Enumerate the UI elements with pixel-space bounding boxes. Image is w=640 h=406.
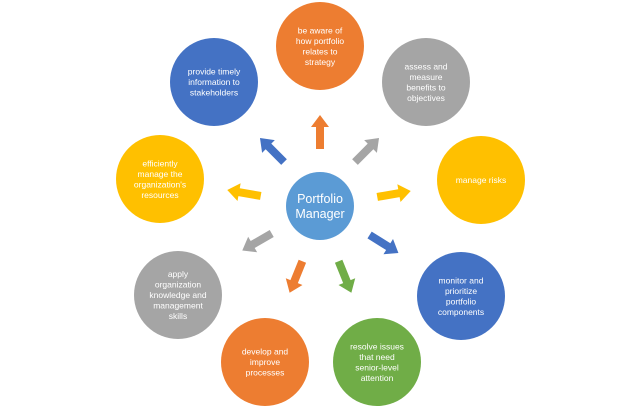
arrow-down-icon — [285, 259, 307, 293]
node-label-line: attention — [361, 373, 394, 383]
node-circle — [333, 318, 421, 406]
node-label-line: skills — [169, 311, 187, 321]
node-label-line: resolve issues — [350, 341, 404, 351]
node-label-line: prioritize — [445, 286, 477, 296]
node-label-line: monitor and — [439, 275, 484, 285]
arrow-down-icon — [334, 259, 356, 293]
node-label-line: strategy — [305, 57, 336, 67]
node-circle — [116, 135, 204, 223]
node-circle — [417, 252, 505, 340]
node-label-line: knowledge and — [149, 290, 206, 300]
node-label-line: portfolio — [446, 296, 477, 306]
center-label-line: Manager — [295, 207, 344, 221]
arrow-down-right-icon — [367, 231, 399, 255]
arrow-left-icon — [227, 183, 262, 201]
node-circle — [170, 38, 258, 126]
arrow-up-right-icon — [352, 137, 380, 165]
node-label-line: measure — [409, 72, 442, 82]
node-label-line: organization's — [134, 179, 186, 189]
node-label-line: processes — [246, 368, 285, 378]
arrow-up-left-icon — [259, 137, 287, 165]
node-circle — [276, 2, 364, 90]
node-label-line: objectives — [407, 93, 445, 103]
node-risks: manage risks — [437, 136, 525, 224]
arrow-down-left-icon — [242, 230, 274, 253]
node-label-line: how portfolio — [296, 36, 344, 46]
node-label-line: senior-level — [355, 362, 399, 372]
node-label-line: information to — [188, 77, 240, 87]
node-circle — [134, 251, 222, 339]
arrow-right-icon — [376, 184, 411, 202]
node-circle — [382, 38, 470, 126]
node-label-line: components — [438, 307, 484, 317]
node-label-line: that need — [359, 352, 395, 362]
arrow-up-icon — [311, 115, 329, 149]
node-label-line: manage the — [138, 169, 183, 179]
center-circle — [286, 172, 354, 240]
node-label-line: be aware of — [298, 25, 343, 35]
node-label-line: manage risks — [456, 175, 507, 185]
node-label-line: benefits to — [406, 82, 445, 92]
node-label-line: resources — [141, 190, 178, 200]
node-label-line: provide timely — [188, 67, 241, 77]
node-label-line: management — [153, 301, 203, 311]
node-label-line: stakeholders — [190, 88, 238, 98]
node-label-line: improve — [250, 357, 281, 367]
center-label-line: Portfolio — [297, 192, 343, 206]
node-label-line: develop and — [242, 347, 289, 357]
node-label-line: organization — [155, 280, 202, 290]
node-circle — [437, 136, 525, 224]
node-label-line: efficiently — [142, 158, 178, 168]
node-label-line: assess and — [405, 61, 448, 71]
node-circle — [221, 318, 309, 406]
node-label-line: apply — [168, 269, 189, 279]
node-label-line: relates to — [303, 46, 338, 56]
